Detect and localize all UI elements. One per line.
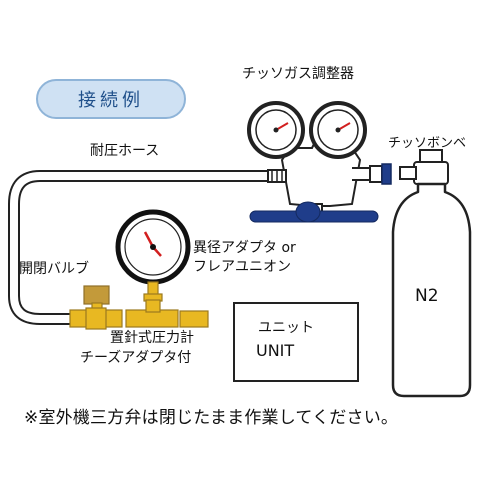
gas-cylinder-icon (391, 149, 472, 398)
badge-label: 接続例 (78, 90, 144, 111)
regulator-icon (247, 101, 392, 223)
footnote: ※室外機三方弁は閉じたまま作業してください。 (24, 408, 399, 428)
adapter-label-line1: 異径アダプタ or (193, 240, 296, 256)
regulator-label: チッソガス調整器 (242, 66, 354, 82)
cylinder-text: N2 (415, 286, 439, 306)
valve-icon (69, 285, 123, 330)
valve-label: 開閉バルブ (19, 261, 89, 277)
hose-label: 耐圧ホース (90, 143, 160, 159)
outdoor-unit-box (233, 302, 359, 382)
pressure-hose (8, 170, 283, 325)
pressure-gauge-icon (115, 209, 191, 328)
gauge-label-line1: 置針式圧力計 (110, 330, 194, 346)
cylinder-label: チッソボンベ (388, 136, 467, 151)
unit-label-en: UNIT (256, 341, 295, 360)
adapter-label-line2: フレアユニオン (193, 259, 291, 275)
gauge-label-line2: チーズアダプタ付 (80, 350, 192, 366)
adapter-fitting (179, 310, 209, 328)
example-badge: 接続例 (36, 79, 186, 119)
unit-label-jp: ユニット (258, 320, 314, 336)
